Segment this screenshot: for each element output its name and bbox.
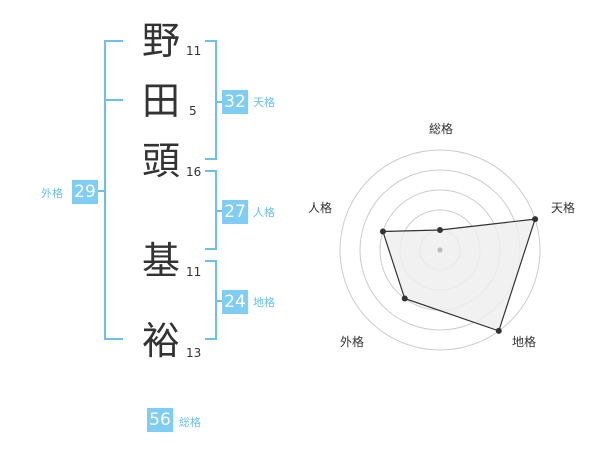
radar-axis-label-soukaku: 総格 [428,122,453,136]
soukaku-badge: 56 [147,408,173,432]
stroke-count-3: 16 [186,165,202,179]
stroke-count-2: 5 [189,104,197,118]
gaikaku-bracket-tick [104,99,123,101]
radar-point-2 [495,327,502,334]
radar-axis-label-jinkaku: 人格 [307,201,332,215]
tenkaku-bracket [205,40,217,160]
stroke-count-5: 13 [186,346,202,360]
name-kanji-2: 田 [141,79,180,123]
gaikaku-badge: 29 [72,180,98,204]
radar-grid-ring [339,149,541,351]
radar-point-1 [532,216,539,223]
jinkaku-label: 人格 [253,206,275,219]
soukaku-label: 総格 [179,416,201,429]
name-kanji-4: 基 [141,239,180,283]
radar-axis-label-gaikaku: 外格 [339,335,364,349]
tenkaku-badge: 32 [222,90,248,114]
tenkaku-label: 天格 [253,96,275,109]
chikaku-label: 地格 [253,296,275,309]
tenkaku-bracket-stem [216,101,222,103]
chikaku-bracket-stem [216,300,222,302]
radar-point-3 [401,295,408,302]
radar-point-4 [379,228,386,235]
gaikaku-bracket [104,40,123,340]
name-kanji-1: 野 [141,19,180,63]
gaikaku-bracket-stem [96,190,105,192]
radar-center-dot [437,247,443,253]
jinkaku-badge: 27 [222,200,248,224]
radar-series-polygon [382,218,536,332]
name-kanji-3: 頭 [141,139,180,183]
chikaku-badge: 24 [222,290,248,314]
stroke-count-4: 11 [186,265,202,279]
stroke-count-1: 11 [186,44,202,58]
radar-point-0 [437,227,443,233]
radar-axis-label-chikaku: 地格 [511,335,536,349]
jinkaku-bracket-stem [216,210,222,212]
radar-axis-label-tenkaku: 天格 [550,201,575,215]
gaikaku-label: 外格 [41,187,63,200]
name-kanji-5: 裕 [141,319,180,363]
